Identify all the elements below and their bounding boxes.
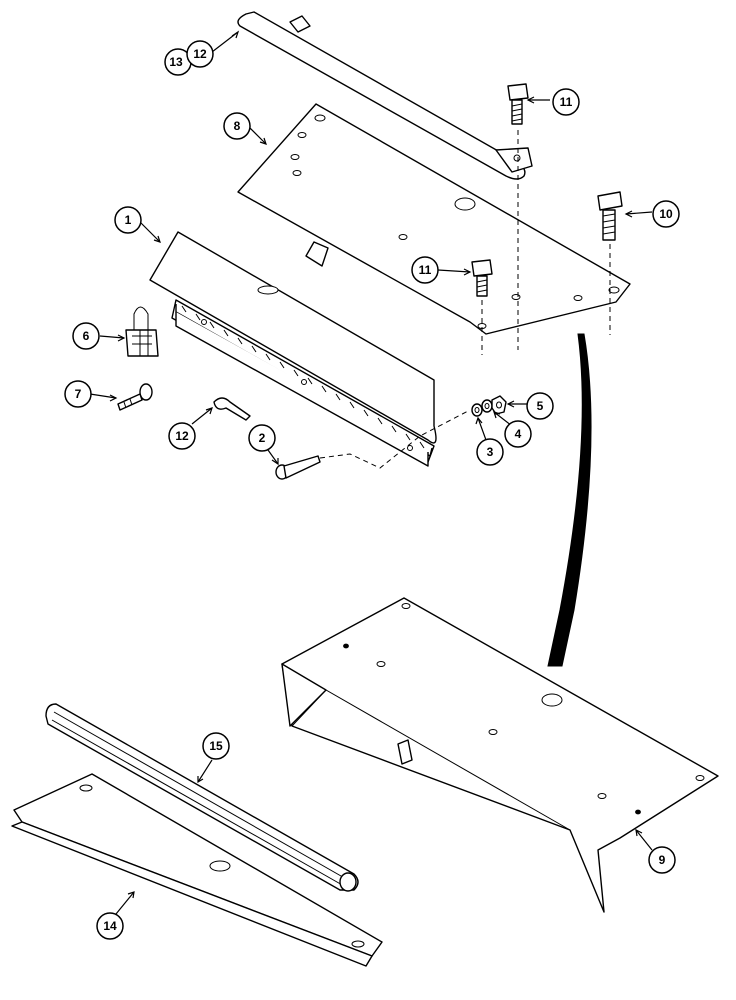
callout-12-top-label: 12 (193, 47, 207, 61)
callout-9: 9 (648, 846, 676, 874)
callout-7-label: 7 (75, 387, 82, 401)
callout-4: 4 (504, 420, 532, 448)
callout-1: 1 (114, 206, 142, 234)
bolt-10 (597, 191, 623, 241)
callout-11-mid: 11 (411, 256, 439, 284)
callout-2-label: 2 (259, 431, 266, 445)
callout-13: 13 (164, 48, 192, 76)
callout-12-mid-label: 12 (175, 429, 189, 443)
callout-14-label: 14 (103, 919, 117, 933)
callout-9-label: 9 (659, 853, 666, 867)
callout-8: 8 (223, 112, 251, 140)
callout-3: 3 (476, 438, 504, 466)
washer (471, 403, 483, 417)
callout-11-top-label: 11 (560, 95, 573, 109)
callout-13-label: 13 (169, 55, 183, 69)
bolt-11-top (507, 83, 529, 125)
callout-8-label: 8 (234, 119, 241, 133)
callout-5-label: 5 (537, 399, 544, 413)
rod-bracket (237, 11, 533, 180)
callout-3-label: 3 (487, 445, 494, 459)
callout-6: 6 (72, 322, 100, 350)
callout-6-label: 6 (83, 329, 90, 343)
leader-lines (89, 30, 653, 915)
callout-2: 2 (248, 424, 276, 452)
callout-15: 15 (202, 732, 230, 760)
callout-1-label: 1 (125, 213, 132, 227)
callout-5: 5 (526, 392, 554, 420)
callout-12-mid: 12 (168, 422, 196, 450)
nut (491, 395, 507, 415)
callout-10: 10 (652, 200, 680, 228)
padlock (125, 306, 159, 357)
callout-7: 7 (64, 380, 92, 408)
callout-15-label: 15 (209, 739, 223, 753)
key (117, 383, 153, 411)
callout-11-mid-label: 11 (419, 263, 432, 277)
mounting-plate (237, 103, 631, 335)
cotter-pin (213, 397, 251, 421)
assembly-indicator-curve (547, 333, 592, 667)
bottom-plate (11, 773, 383, 967)
callout-12-top: 12 (186, 40, 214, 68)
hinge-pin (275, 455, 321, 480)
lock-washer (481, 399, 493, 413)
hinged-cover (149, 231, 437, 467)
callout-11-top: 11 (552, 88, 580, 116)
seal-strip (45, 703, 359, 892)
bolt-11-mid (471, 259, 493, 297)
callout-10-label: 10 (659, 207, 673, 221)
tray (281, 597, 719, 913)
callout-14: 14 (96, 912, 124, 940)
callout-4-label: 4 (515, 427, 522, 441)
